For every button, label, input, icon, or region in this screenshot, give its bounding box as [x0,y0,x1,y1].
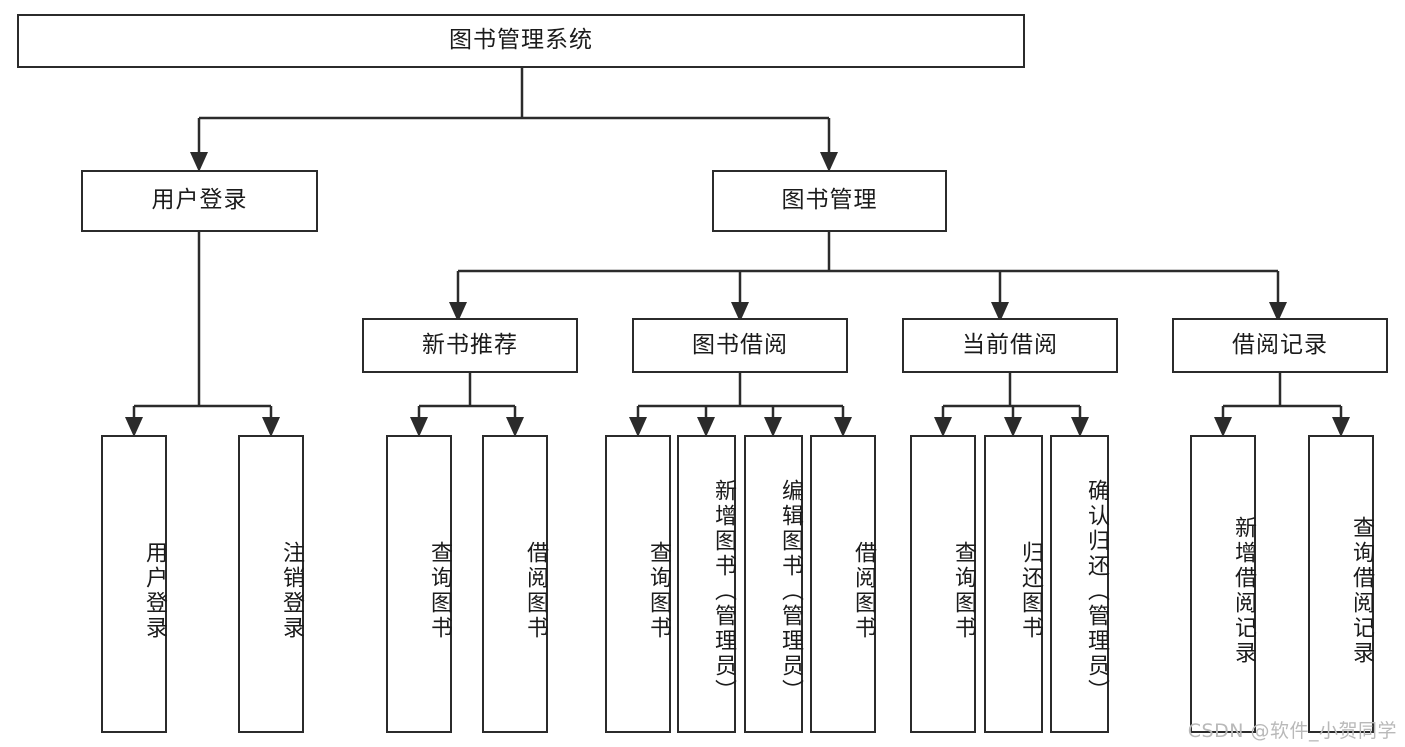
node-leaf-edit-book-admin[interactable]: 编辑图书（管理员） [744,435,803,733]
arrowhead-confirm-return-admin [1071,417,1089,437]
arrowhead-borrowing-records [1269,302,1287,322]
arrowhead-leaf-logout-login [262,417,280,437]
node-leaf-logout-login-label: 注销登录 [279,541,304,641]
arrowhead-borrow-books-rec [506,417,524,437]
arrowheads [125,152,1350,437]
node-leaf-query-books-current-label: 查询图书 [951,541,976,641]
node-leaf-query-books-borrow-label: 查询图书 [646,541,671,641]
node-current-borrowing-label: 当前借阅 [962,331,1058,358]
node-leaf-edit-book-admin-label: 编辑图书（管理员） [778,478,803,704]
arrowhead-add-borrow-record [1214,417,1232,437]
node-leaf-add-borrow-record-label: 新增借阅记录 [1231,516,1256,666]
node-user-login-label: 用户登录 [151,187,248,214]
arrowhead-edit-book-admin [764,417,782,437]
node-leaf-borrow-books-borrow[interactable]: 借阅图书 [810,435,876,733]
arrowhead-user-login [190,152,208,172]
node-new-book-recommendation-label: 新书推荐 [422,331,518,358]
node-leaf-query-books-rec[interactable]: 查询图书 [386,435,452,733]
arrowhead-book-borrowing [731,302,749,322]
node-leaf-borrow-books-rec-label: 借阅图书 [523,541,548,641]
node-borrowing-records[interactable]: 借阅记录 [1172,318,1388,373]
node-leaf-logout-login[interactable]: 注销登录 [238,435,304,733]
node-leaf-confirm-return-admin-label: 确认归还（管理员） [1084,478,1109,704]
arrowhead-return-books [1004,417,1022,437]
node-leaf-query-books-rec-label: 查询图书 [427,541,452,641]
node-borrowing-records-label: 借阅记录 [1232,331,1328,358]
arrowhead-query-borrow-record [1332,417,1350,437]
watermark-text: CSDN @软件_小贺同学 [1187,720,1397,742]
arrowhead-query-books-borrow [629,417,647,437]
arrowhead-query-books-rec [410,417,428,437]
arrowhead-leaf-user-login [125,417,143,437]
node-leaf-user-login-label: 用户登录 [142,541,167,641]
node-leaf-return-books-label: 归还图书 [1018,541,1043,641]
node-book-borrowing[interactable]: 图书借阅 [632,318,848,373]
node-title-label: 图书管理系统 [449,27,593,54]
node-leaf-borrow-books-rec[interactable]: 借阅图书 [482,435,548,733]
node-leaf-user-login[interactable]: 用户登录 [101,435,167,733]
node-leaf-add-book-admin[interactable]: 新增图书（管理员） [677,435,736,733]
node-title[interactable]: 图书管理系统 [17,14,1025,68]
node-leaf-query-borrow-record-label: 查询借阅记录 [1349,516,1374,666]
node-new-book-recommendation[interactable]: 新书推荐 [362,318,578,373]
node-book-management[interactable]: 图书管理 [712,170,947,232]
node-book-management-label: 图书管理 [781,187,878,214]
arrowhead-book-management [820,152,838,172]
node-leaf-return-books[interactable]: 归还图书 [984,435,1043,733]
node-user-login[interactable]: 用户登录 [81,170,318,232]
node-leaf-add-book-admin-label: 新增图书（管理员） [711,478,736,704]
node-leaf-add-borrow-record[interactable]: 新增借阅记录 [1190,435,1256,733]
node-leaf-borrow-books-borrow-label: 借阅图书 [851,541,876,641]
node-leaf-query-books-current[interactable]: 查询图书 [910,435,976,733]
node-leaf-confirm-return-admin[interactable]: 确认归还（管理员） [1050,435,1109,733]
arrowhead-new-book-recommendation [449,302,467,322]
node-leaf-query-borrow-record[interactable]: 查询借阅记录 [1308,435,1374,733]
arrowhead-add-book-admin [697,417,715,437]
node-current-borrowing[interactable]: 当前借阅 [902,318,1118,373]
arrowhead-current-borrowing [991,302,1009,322]
node-leaf-query-books-borrow[interactable]: 查询图书 [605,435,671,733]
arrowhead-query-books-current [934,417,952,437]
node-book-borrowing-label: 图书借阅 [692,331,788,358]
arrowhead-borrow-books-borrow [834,417,852,437]
